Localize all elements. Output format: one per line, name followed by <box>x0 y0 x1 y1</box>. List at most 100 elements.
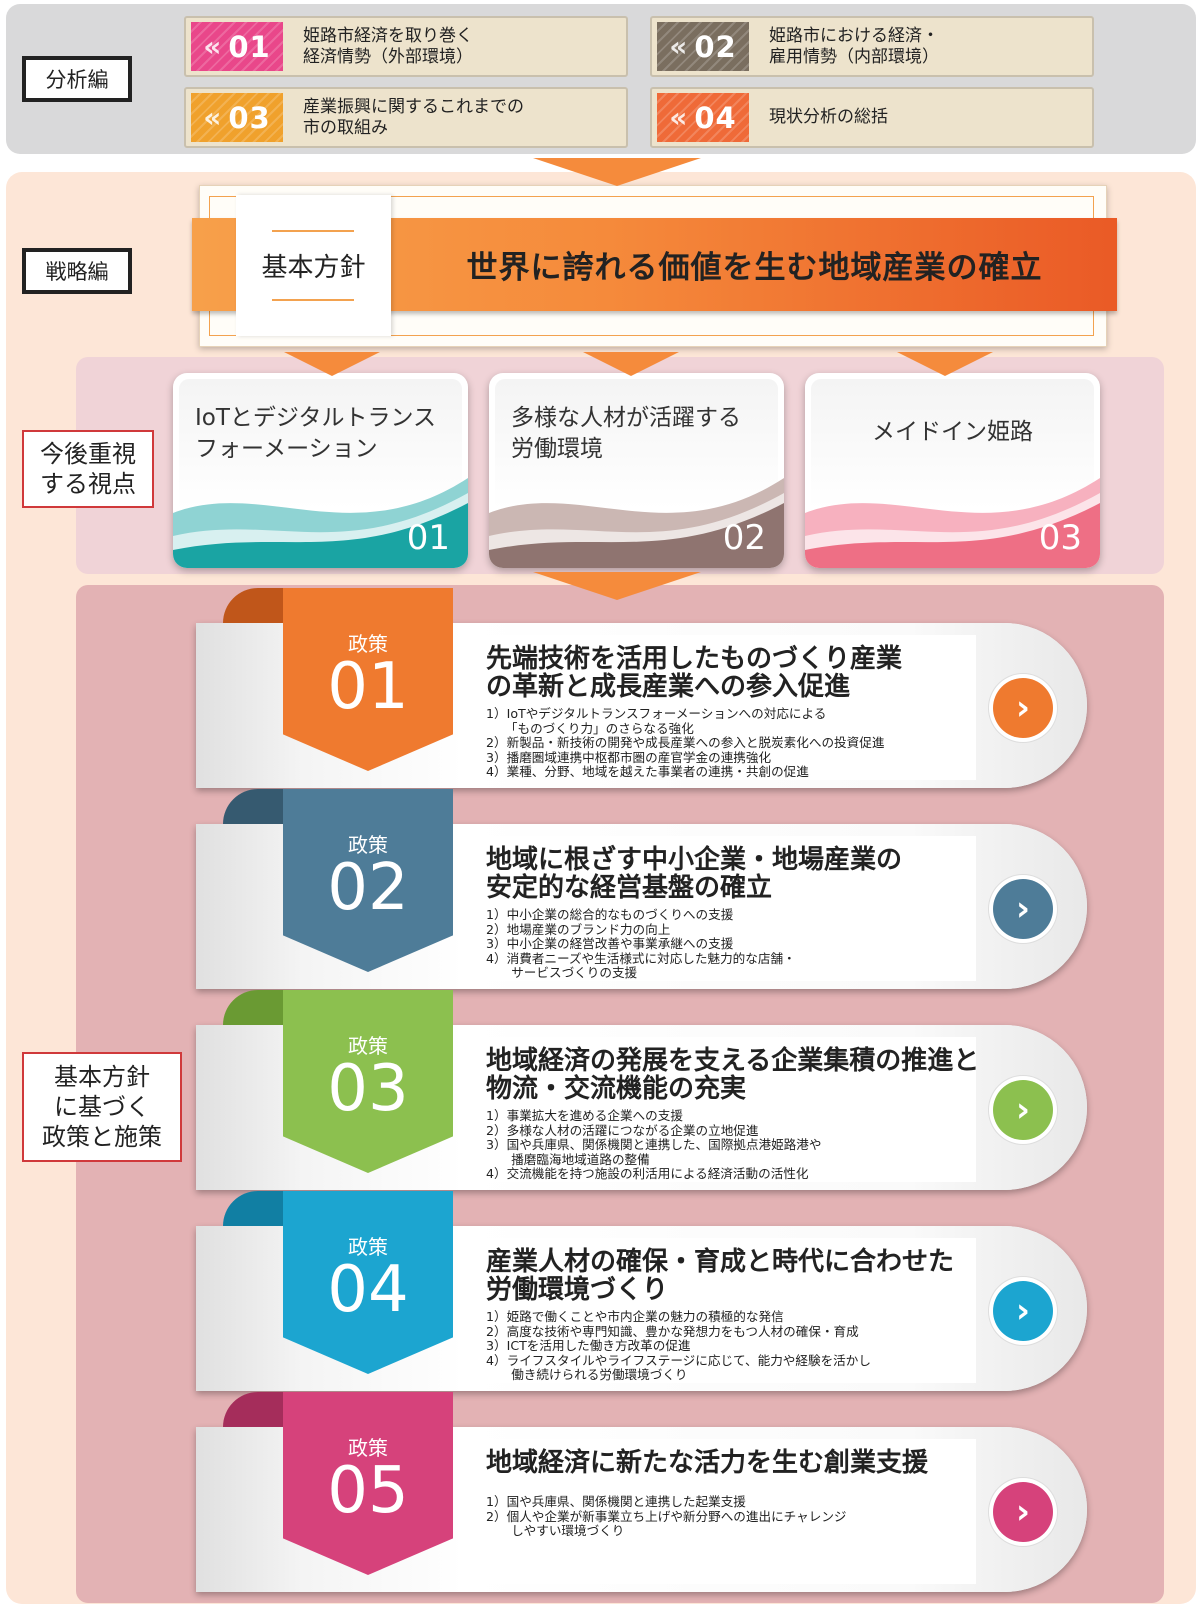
policy-title: 地域に根ざす中小企業・地場産業の 安定的な経営基盤の確立 <box>486 845 903 904</box>
policy-prefix: 政策 <box>348 1034 388 1058</box>
arrow-down-icon <box>897 352 993 376</box>
basic-policy-tag: 基本方針 <box>236 195 391 336</box>
analysis-item-number: «01 <box>191 22 283 71</box>
viewpoint-number: 01 <box>406 518 450 558</box>
policy-measure-item: 1）姫路で働くことや市内企業の魅力の積極的な発信 <box>486 1309 784 1324</box>
policy-measure-item: 4）ライフスタイルやライフステージに応じて、能力や経験を活かし 働き続けられる労… <box>486 1352 871 1383</box>
policy-measure-item: 4）消費者ニーズや生活様式に対応した魅力的な店舗・ サービスづくりの支援 <box>486 950 796 981</box>
wave-dark <box>805 503 1100 568</box>
policy-measure-item: 1）国や兵庫県、関係機関と連携した起業支援 <box>486 1494 746 1509</box>
policy-title: 先端技術を活用したものづくり産業 の革新と成長産業への参入促進 <box>486 644 903 703</box>
chevron-right-icon[interactable]: › <box>993 879 1053 939</box>
policy-title: 地域経済の発展を支える企業集積の推進と 物流・交流機能の充実 <box>486 1046 980 1105</box>
viewpoint-card-header <box>811 379 1094 509</box>
chevron-right-icon[interactable]: › <box>993 1281 1053 1341</box>
viewpoint-title: 多様な人材が活躍する 労働環境 <box>511 405 741 463</box>
policy-measure-item: 3）国や兵庫県、関係機関と連携した、国際拠点港姫路港や 播磨臨海地域道路の整備 <box>486 1137 822 1167</box>
policies-label: 基本方針 に基づく 政策と施策 <box>22 1052 182 1162</box>
policy-prefix: 政策 <box>348 1235 388 1259</box>
analysis-item-num-text: 03 <box>228 100 271 135</box>
policy-card-textbox <box>466 1037 976 1182</box>
viewpoint-card[interactable]: 多様な人材が活躍する 労働環境 02 <box>489 373 784 568</box>
viewpoint-card-header <box>179 379 462 509</box>
policy-measure-item: 2）高度な技術や専門知識、豊かな発想力をもつ人材の確保・育成 <box>486 1323 859 1339</box>
double-chevron-left-icon: « <box>669 101 689 134</box>
policy-measures: 1）IoTやデジタルトランスフォーメーションへの対応による 「ものづくり力」のさ… <box>486 706 885 780</box>
analysis-item-num-text: 04 <box>694 100 737 135</box>
policy-number: 03 <box>327 1052 409 1126</box>
policy-prefix: 政策 <box>348 632 388 656</box>
policy-number: 04 <box>327 1253 409 1327</box>
double-chevron-left-icon: « <box>203 30 223 63</box>
policy-measure-item: 1）事業拡大を進める企業への支援 <box>486 1108 683 1123</box>
policy-ribbon <box>283 1392 453 1575</box>
chevron-right-icon[interactable]: › <box>993 1080 1053 1140</box>
policy-ribbon <box>283 1191 453 1374</box>
analysis-item-number: «02 <box>657 22 749 71</box>
analysis-item[interactable]: «04 現状分析の総括 <box>650 87 1094 148</box>
policy-card-textbox <box>466 635 976 780</box>
wave-graphic <box>805 478 1100 568</box>
double-chevron-left-icon: « <box>669 30 689 63</box>
analysis-item-num-text: 01 <box>228 29 271 64</box>
chevron-right-icon[interactable]: › <box>993 678 1053 738</box>
policy-measure-item: 3）中小企業の経営改善や事業承継への支援 <box>486 936 734 952</box>
chevron-right-icon[interactable]: › <box>993 1482 1053 1542</box>
viewpoints-label: 今後重視 する視点 <box>22 430 154 508</box>
policy-measure-item: 2）新製品・新技術の開発や成長産業への参入と脱炭素化への投資促進 <box>486 735 885 751</box>
analysis-item-text: 姫路市経済を取り巻く 経済情勢（外部環境） <box>303 26 473 67</box>
viewpoint-card[interactable]: IoTとデジタルトランス フォーメーション 01 <box>173 373 468 568</box>
policy-measure-item: 2）地場産業のブランド力の向上 <box>486 921 671 937</box>
policy-prefix: 政策 <box>348 833 388 857</box>
analysis-item[interactable]: «03 産業振興に関するこれまでの 市の取組み <box>184 87 628 148</box>
policy-ribbon <box>283 588 453 771</box>
policy-measure-item: 2）多様な人材の活躍につながる企業の立地促進 <box>486 1122 759 1138</box>
policy-number: 05 <box>327 1454 409 1528</box>
analysis-item[interactable]: «01 姫路市経済を取り巻く 経済情勢（外部環境） <box>184 16 628 77</box>
policy-ribbon <box>283 789 453 972</box>
policy-number: 02 <box>327 851 409 925</box>
analysis-item[interactable]: «02 姫路市における経済・ 雇用情勢（内部環境） <box>650 16 1094 77</box>
policy-number: 01 <box>327 650 409 724</box>
policy-measure-item: 1）IoTやデジタルトランスフォーメーションへの対応による 「ものづくり力」のさ… <box>486 706 827 736</box>
analysis-item-text: 産業振興に関するこれまでの 市の取組み <box>303 97 524 138</box>
policy-measure-item: 4）交流機能を持つ施設の利活用による経済活動の活性化 <box>486 1166 809 1182</box>
policy-measure-item: 2）個人や企業が新事業立ち上げや新分野への進出にチャレンジ しやすい環境づくり <box>486 1508 847 1539</box>
viewpoint-card-header <box>495 379 778 509</box>
basic-policy-label: 基本方針 <box>261 253 366 283</box>
viewpoint-title: IoTとデジタルトランス フォーメーション <box>195 405 436 463</box>
strategy-label: 戦略編 <box>22 248 132 294</box>
analysis-item-text: 姫路市における経済・ 雇用情勢（内部環境） <box>769 26 939 67</box>
policy-title: 地域経済に新たな活力を生む創業支援 <box>486 1448 929 1478</box>
policy-card-textbox <box>466 836 976 981</box>
wave-graphic <box>173 478 468 568</box>
analysis-item-number: «04 <box>657 93 749 142</box>
analysis-item-text: 現状分析の総括 <box>769 107 888 128</box>
viewpoint-number: 02 <box>722 518 766 558</box>
arrow-down-icon <box>533 158 701 186</box>
analysis-label: 分析編 <box>22 56 132 102</box>
policy-measure-item: 4）業種、分野、地域を越えた事業者の連携・共創の促進 <box>486 764 809 780</box>
analysis-item-num-text: 02 <box>694 29 737 64</box>
policy-ribbon <box>283 990 453 1173</box>
wave-dark <box>173 503 468 568</box>
policy-measure-item: 3）播磨圏域連携中枢都市圏の産官学金の連携強化 <box>486 749 772 765</box>
arrow-down-icon <box>583 352 679 376</box>
arrow-down-icon <box>284 352 380 376</box>
analysis-item-number: «03 <box>191 93 283 142</box>
policy-card-textbox <box>466 1238 976 1383</box>
policy-measure-item: 3）ICTを活用した働き方改革の促進 <box>486 1338 691 1354</box>
arrow-down-icon <box>533 572 701 600</box>
viewpoint-number: 03 <box>1038 518 1082 558</box>
double-chevron-left-icon: « <box>203 101 223 134</box>
wave-dark <box>489 503 784 568</box>
wave-graphic <box>489 478 784 568</box>
